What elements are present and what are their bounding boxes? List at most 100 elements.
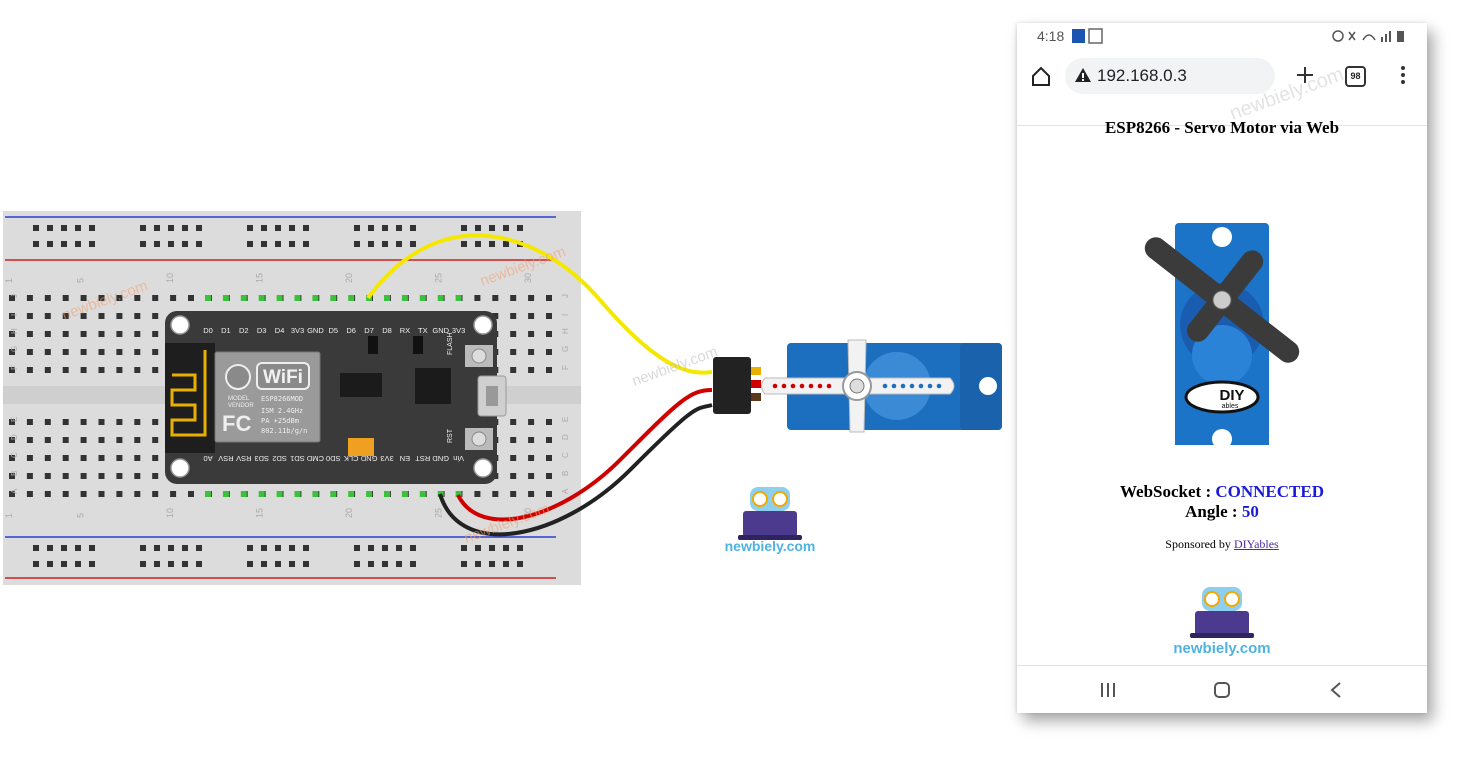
- pin-label: D0: [203, 326, 213, 335]
- page-title: ESP8266 - Servo Motor via Web: [1104, 118, 1340, 137]
- column-number: 1: [4, 513, 14, 518]
- row-letter: B: [561, 471, 570, 476]
- newbiely-owl-logo-icon: [738, 487, 802, 540]
- column-number: 15: [255, 273, 265, 283]
- row-letter: D: [561, 434, 570, 440]
- back-icon[interactable]: [1329, 682, 1343, 698]
- column-number: 25: [434, 508, 444, 518]
- recent-apps-icon[interactable]: [1099, 682, 1117, 698]
- android-nav-bar: [1017, 665, 1427, 713]
- row-letter: A: [561, 488, 570, 494]
- new-tab-plus-icon[interactable]: [1296, 66, 1314, 84]
- column-number: 5: [76, 278, 86, 283]
- row-letter: I: [10, 314, 19, 316]
- diyables-link[interactable]: DIYables: [1233, 537, 1279, 551]
- pin-label: RX: [400, 326, 410, 335]
- home-nav-icon[interactable]: [1213, 682, 1231, 698]
- svg-text:RST: RST: [447, 428, 454, 443]
- row-letter: J: [10, 294, 19, 298]
- wifi-logo-text: WiFi: [263, 367, 303, 388]
- column-number: 30: [523, 273, 533, 283]
- row-letter: F: [10, 365, 19, 370]
- pin-label: D8: [382, 326, 392, 335]
- more-options-icon[interactable]: [1399, 65, 1407, 85]
- row-letter: E: [10, 417, 19, 422]
- row-letter: C: [10, 452, 19, 458]
- pin-label: SD2: [272, 454, 287, 463]
- column-number: 20: [344, 508, 354, 518]
- sponsor-line: Sponsored by DIYables: [1165, 537, 1279, 551]
- column-number: 1: [4, 278, 14, 283]
- pin-label: 3V3: [291, 326, 304, 335]
- row-letter: B: [10, 471, 19, 476]
- column-number: 10: [165, 273, 175, 283]
- column-number: 20: [344, 273, 354, 283]
- pin-label: D1: [221, 326, 231, 335]
- pin-label: 3V3: [452, 326, 465, 335]
- svg-text:ESP8266MOD: ESP8266MOD: [261, 395, 303, 403]
- row-letter: F: [561, 365, 570, 370]
- column-number: 10: [165, 508, 175, 518]
- web-page-content: ESP8266 - Servo Motor via Web DIY ables …: [1017, 115, 1427, 665]
- pin-label: GND: [307, 326, 324, 335]
- column-number: 5: [76, 513, 86, 518]
- pin-label: Vin: [453, 454, 464, 463]
- pin-label: A0: [203, 454, 212, 463]
- esp8266-nodemcu-board: WiFi MODEL VENDOR FC ESP8266MOD ISM 2.4G…: [165, 311, 507, 484]
- notification-icons: [1072, 28, 1103, 44]
- status-bar: 4:18: [1017, 23, 1427, 51]
- row-letter: E: [561, 417, 570, 422]
- warning-icon[interactable]: [1074, 67, 1092, 83]
- red-power-wire: [456, 388, 713, 522]
- row-letter: G: [561, 346, 570, 352]
- pin-label: RSV: [236, 454, 251, 463]
- pin-label: D7: [364, 326, 374, 335]
- pin-label: GND: [432, 326, 449, 335]
- pin-label: D3: [257, 326, 267, 335]
- row-letter: H: [561, 328, 570, 334]
- column-number: 15: [255, 508, 265, 518]
- newbiely-logo: newbiely.com: [710, 538, 830, 556]
- url-text: 192.168.0.3: [1097, 66, 1187, 85]
- tab-count-button[interactable]: 98: [1345, 66, 1366, 87]
- diyables-badge-text: DIY: [1219, 387, 1244, 404]
- pin-label: CLK: [344, 454, 359, 463]
- svg-text:MODEL: MODEL: [228, 396, 250, 402]
- yellow-signal-wire: [366, 233, 713, 375]
- black-ground-wire: [438, 403, 713, 537]
- svg-text:802.11b/g/n: 802.11b/g/n: [261, 427, 307, 435]
- row-letter: C: [561, 452, 570, 458]
- angle-value: 50: [1241, 502, 1259, 521]
- browser-address-bar: 192.168.0.3 98: [1017, 53, 1427, 126]
- phone-screen: 4:18 192.168.0.3 98: [1017, 23, 1427, 713]
- svg-text:ables: ables: [1222, 403, 1239, 410]
- websocket-status-value: CONNECTED: [1215, 482, 1324, 501]
- servo-image: DIY ables: [1144, 223, 1300, 445]
- pin-label: GND: [360, 454, 377, 463]
- pin-label: SD3: [254, 454, 269, 463]
- antenna-trace-icon: [170, 350, 207, 437]
- pin-label: D5: [329, 326, 339, 335]
- row-letter: I: [561, 314, 570, 316]
- url-field[interactable]: 192.168.0.3: [1065, 58, 1275, 94]
- pin-label: TX: [418, 326, 428, 335]
- pin-label: RSV: [218, 454, 233, 463]
- svg-text:VENDOR: VENDOR: [228, 403, 254, 409]
- websocket-status-line: WebSocket : CONNECTED: [1119, 482, 1324, 501]
- pin-label: SD0: [326, 454, 341, 463]
- row-letter: G: [10, 346, 19, 352]
- pin-label: D6: [346, 326, 356, 335]
- row-letter: H: [10, 328, 19, 334]
- angle-line: Angle : 50: [1185, 502, 1259, 521]
- pin-label: D2: [239, 326, 249, 335]
- pin-label: RST: [415, 454, 430, 463]
- svg-text:FLASH: FLASH: [447, 332, 454, 355]
- home-icon[interactable]: [1030, 65, 1052, 87]
- pin-label: CMD: [306, 454, 324, 463]
- fcc-mark: FC: [222, 411, 251, 436]
- column-number: 25: [434, 273, 444, 283]
- status-time: 4:18: [1037, 28, 1065, 44]
- system-status-icons: [1332, 30, 1404, 42]
- newbiely-owl-logo-icon: [1190, 587, 1254, 638]
